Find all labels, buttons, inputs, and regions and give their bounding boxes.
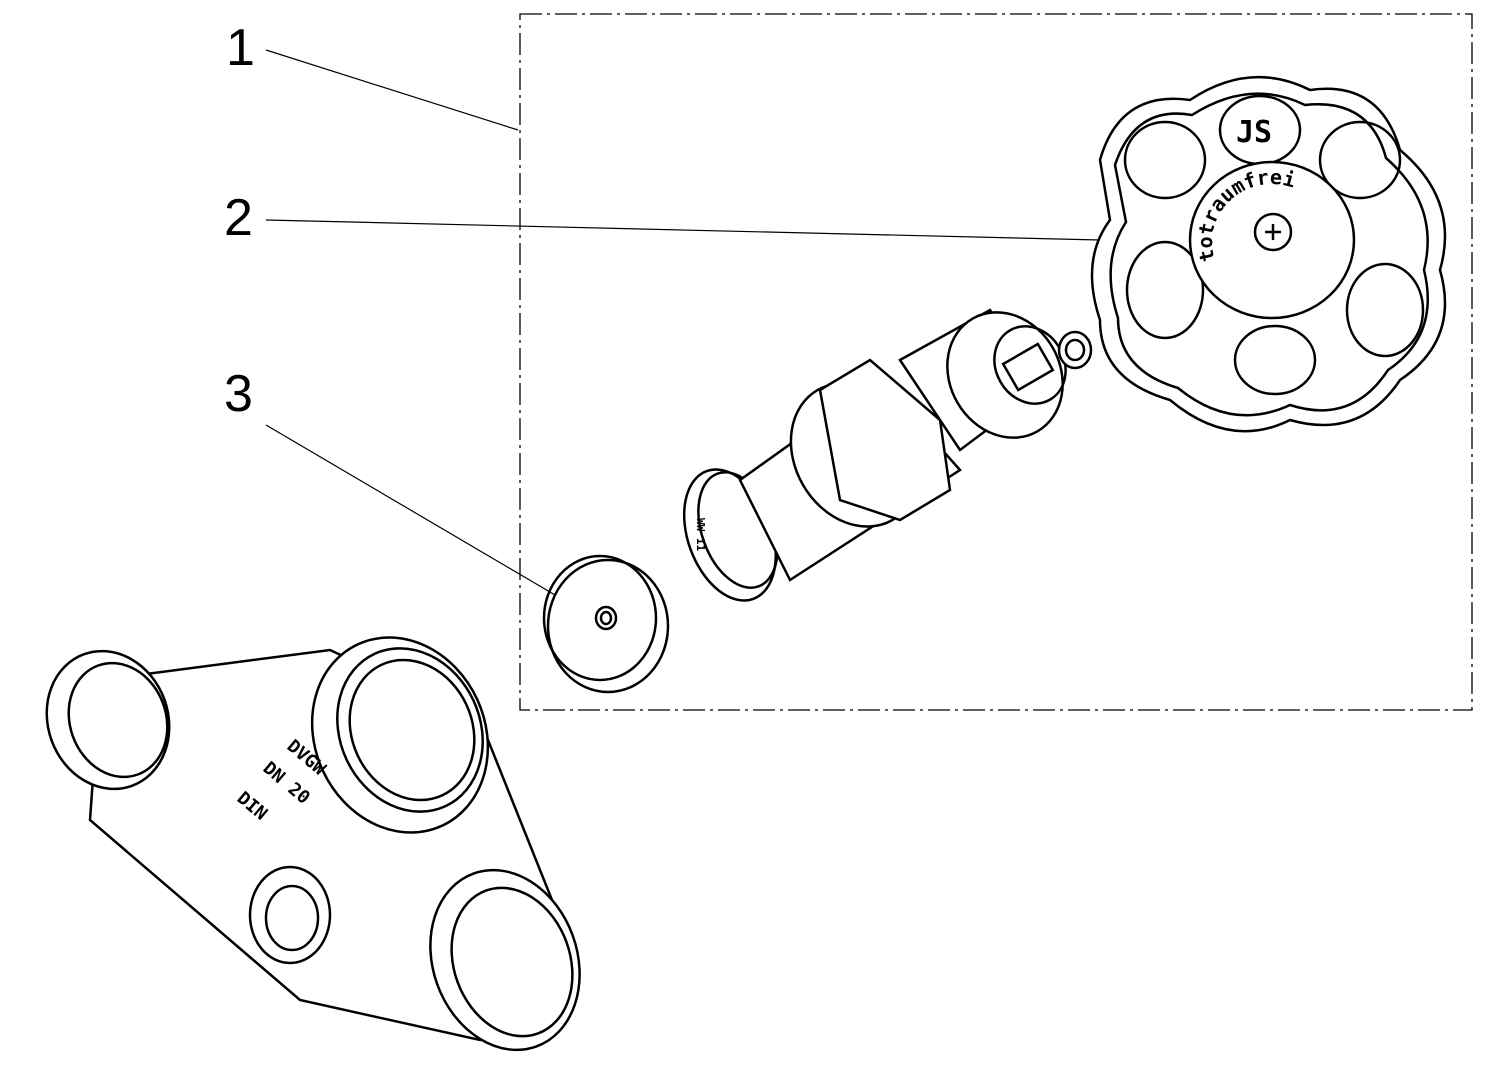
leader-line-3 [265,424,573,606]
leader-line-2 [265,219,1101,241]
leader-line-1 [265,49,519,131]
callout-3: 3 [224,365,253,423]
callout-1: 1 [226,19,255,77]
callout-2: 2 [224,189,253,247]
valve-upper-part: WW 11 [682,308,1093,602]
handwheel-logo: JS [1236,115,1272,150]
valve-body: DIN DN 20 DVGW [45,636,581,1052]
seal-disc [542,554,670,694]
handwheel: JS totraumfrei [1090,75,1447,433]
gasket-marking: WW 11 [694,518,707,551]
assembly-boundary [519,13,1473,711]
